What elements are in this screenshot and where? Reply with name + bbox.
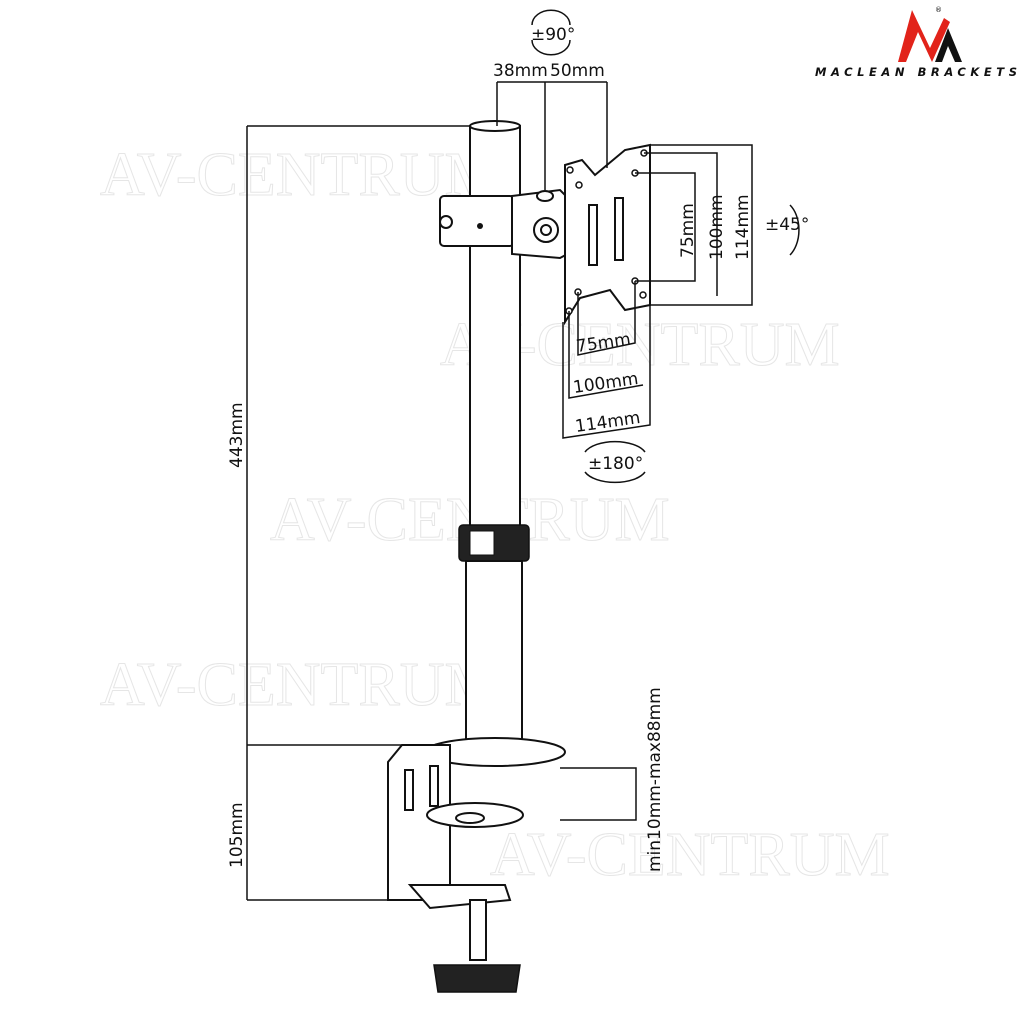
lower-pole xyxy=(465,560,523,748)
offset-dim-lines xyxy=(496,81,608,190)
plate-slot xyxy=(614,197,624,261)
logo-text: MACLEAN BRACKETS xyxy=(815,65,1017,79)
pad-center xyxy=(455,812,485,824)
clamp-height-label: 105mm xyxy=(227,802,247,868)
watermark: AV-CENTRUM xyxy=(100,651,500,719)
watermark: AV-CENTRUM xyxy=(490,821,890,889)
watermark: AV-CENTRUM xyxy=(100,141,500,209)
pole xyxy=(458,120,530,748)
vesa-hole xyxy=(566,166,574,174)
vesa-h-dim-lines xyxy=(562,281,651,439)
clamp-slot xyxy=(404,769,414,811)
pivot-cap xyxy=(536,190,554,202)
desk-clamp xyxy=(387,737,566,993)
desk-dim-lines xyxy=(560,767,637,821)
clamp-knob xyxy=(433,964,521,993)
vesa-v-75-label: 75mm xyxy=(678,203,698,258)
offset-right-label: 50mm xyxy=(550,61,605,81)
height-dim-lines xyxy=(246,125,470,901)
offset-left-label: 38mm xyxy=(493,61,548,81)
vesa-hole xyxy=(575,181,583,189)
maclean-logo: ® MACLEAN BRACKETS xyxy=(815,6,1017,79)
logo-red-m xyxy=(898,10,950,62)
rotation-arrow-icon xyxy=(584,440,646,484)
desk-thickness-label: min10mm-max88mm xyxy=(645,687,665,872)
upper-pole xyxy=(469,125,521,527)
vesa-hole xyxy=(639,291,647,299)
tilt-arrow-icon xyxy=(531,9,571,56)
dimension-lines xyxy=(246,9,800,901)
clamp-slot xyxy=(429,765,439,807)
tilt-label: ±90° xyxy=(531,25,575,45)
vesa-plate xyxy=(564,143,651,326)
vesa-h-114-label: 114mm xyxy=(574,408,642,437)
plate-slot xyxy=(588,204,598,266)
clamp-screw xyxy=(469,899,487,961)
clamp-screw xyxy=(477,223,483,229)
vesa-v-114-label: 114mm xyxy=(733,194,753,260)
vesa-v-100-label: 100mm xyxy=(707,194,727,260)
rotation-label: ±180° xyxy=(588,454,643,474)
logo-registered: ® xyxy=(935,6,942,14)
collar-highlight xyxy=(469,530,495,556)
vesa-v-dim-lines xyxy=(635,144,753,306)
swivel-label: ±45° xyxy=(765,215,809,235)
clamp-knob xyxy=(439,215,453,229)
pole-height-label: 443mm xyxy=(227,402,247,468)
arm-joint xyxy=(439,188,576,260)
watermarks: AV-CENTRUM AV-CENTRUM AV-CENTRUM AV-CENT… xyxy=(100,141,891,890)
pole-top xyxy=(469,120,521,132)
swivel-arrow-icon xyxy=(789,204,800,256)
logo-black-peak xyxy=(935,28,962,62)
lower-clamp-arm xyxy=(407,884,512,910)
tilt-bolt-inner xyxy=(540,224,552,236)
